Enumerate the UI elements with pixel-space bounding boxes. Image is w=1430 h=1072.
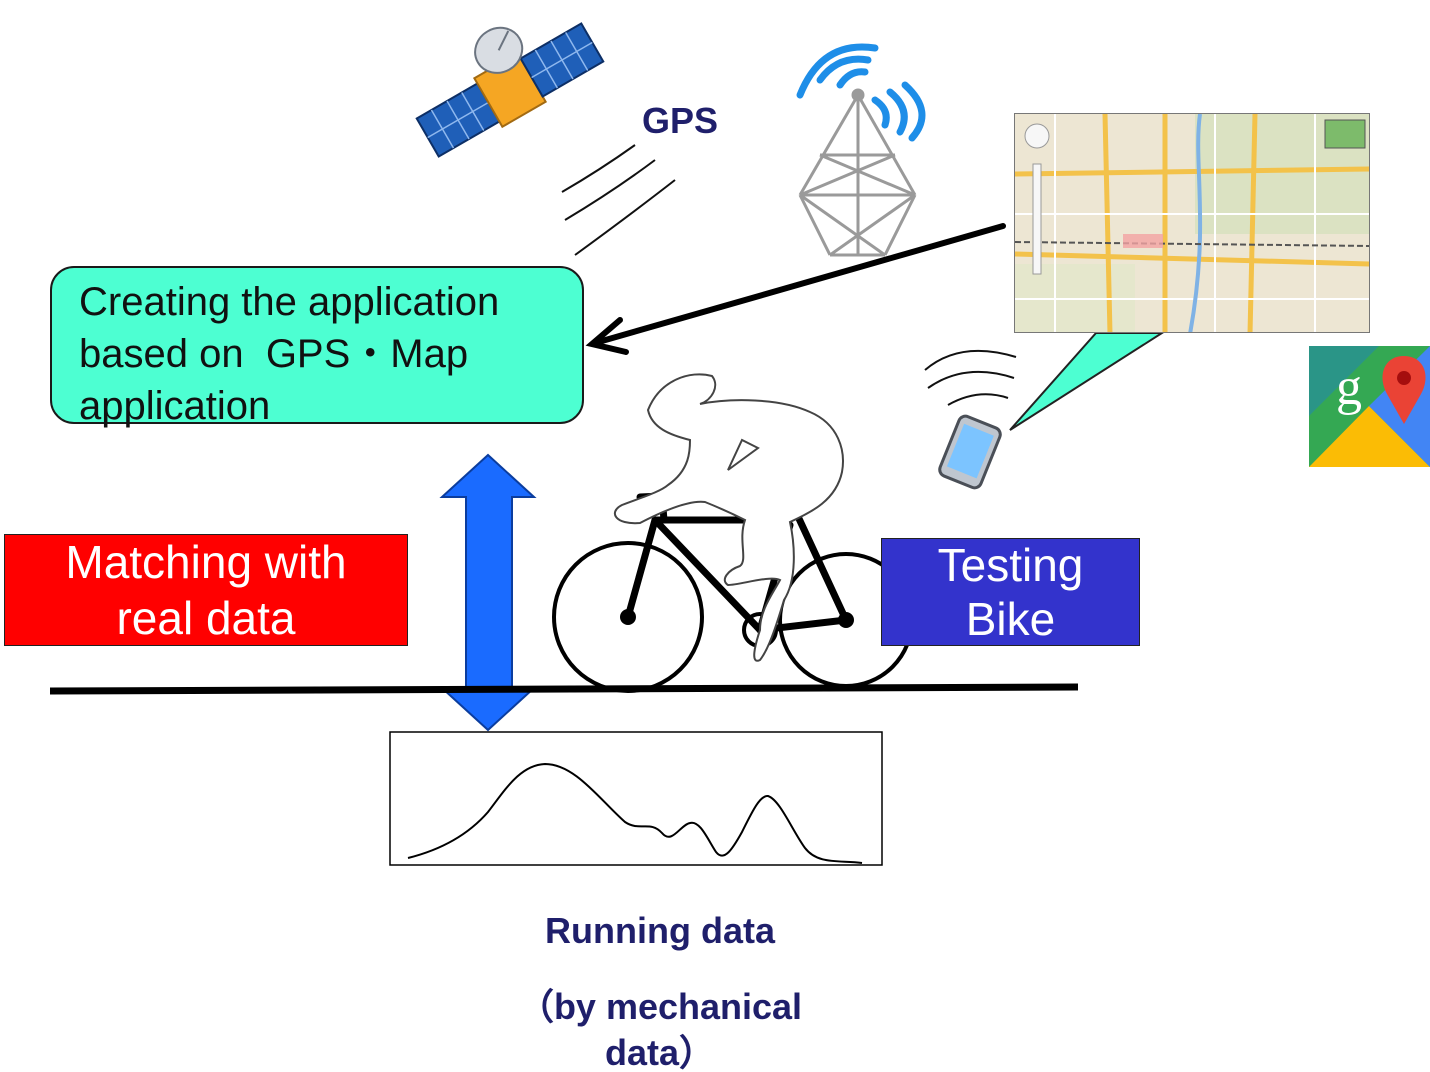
mechanical-label-line-2: data） <box>604 1032 716 1072</box>
google-maps-logo: g <box>1309 346 1430 467</box>
running-data-graph <box>389 731 883 866</box>
double-headed-arrow <box>439 453 537 732</box>
gps-label: GPS <box>641 100 719 141</box>
cyclist-silhouette <box>552 373 914 693</box>
matching-box-line-1: Matching with <box>65 536 347 588</box>
running-data-curve <box>407 762 863 864</box>
tower-wifi-waves <box>796 43 926 142</box>
map-callout-pointer <box>1009 332 1166 431</box>
svg-text:g: g <box>1336 359 1362 416</box>
mechanical-data-label: （by mechanical data） <box>480 984 840 1072</box>
map-to-app-arrow <box>585 223 1006 355</box>
testing-box-line-2: Bike <box>965 593 1056 645</box>
app-box-line-2: based on GPS・Map <box>79 332 469 376</box>
satellite-icon <box>415 22 605 158</box>
matching-real-data-box: Matching with real data <box>4 534 408 646</box>
testing-bike-box: Testing Bike <box>881 538 1140 646</box>
phone-signal-waves <box>924 349 1017 406</box>
app-box-line-1: Creating the application <box>79 280 500 324</box>
create-application-box: Creating the application based on GPS・Ma… <box>50 266 584 428</box>
map-screenshot <box>1014 113 1370 333</box>
app-box-line-3: application <box>79 384 271 428</box>
matching-box-line-2: real data <box>116 592 296 644</box>
running-data-label: Running data <box>545 910 775 951</box>
ground-line <box>49 683 1079 695</box>
antenna-tower-icon <box>798 88 917 257</box>
testing-box-line-1: Testing <box>937 539 1084 591</box>
mechanical-label-line-1: （by mechanical <box>517 986 803 1027</box>
smartphone-icon <box>938 414 1002 490</box>
satellite-signal-lines <box>561 144 676 256</box>
